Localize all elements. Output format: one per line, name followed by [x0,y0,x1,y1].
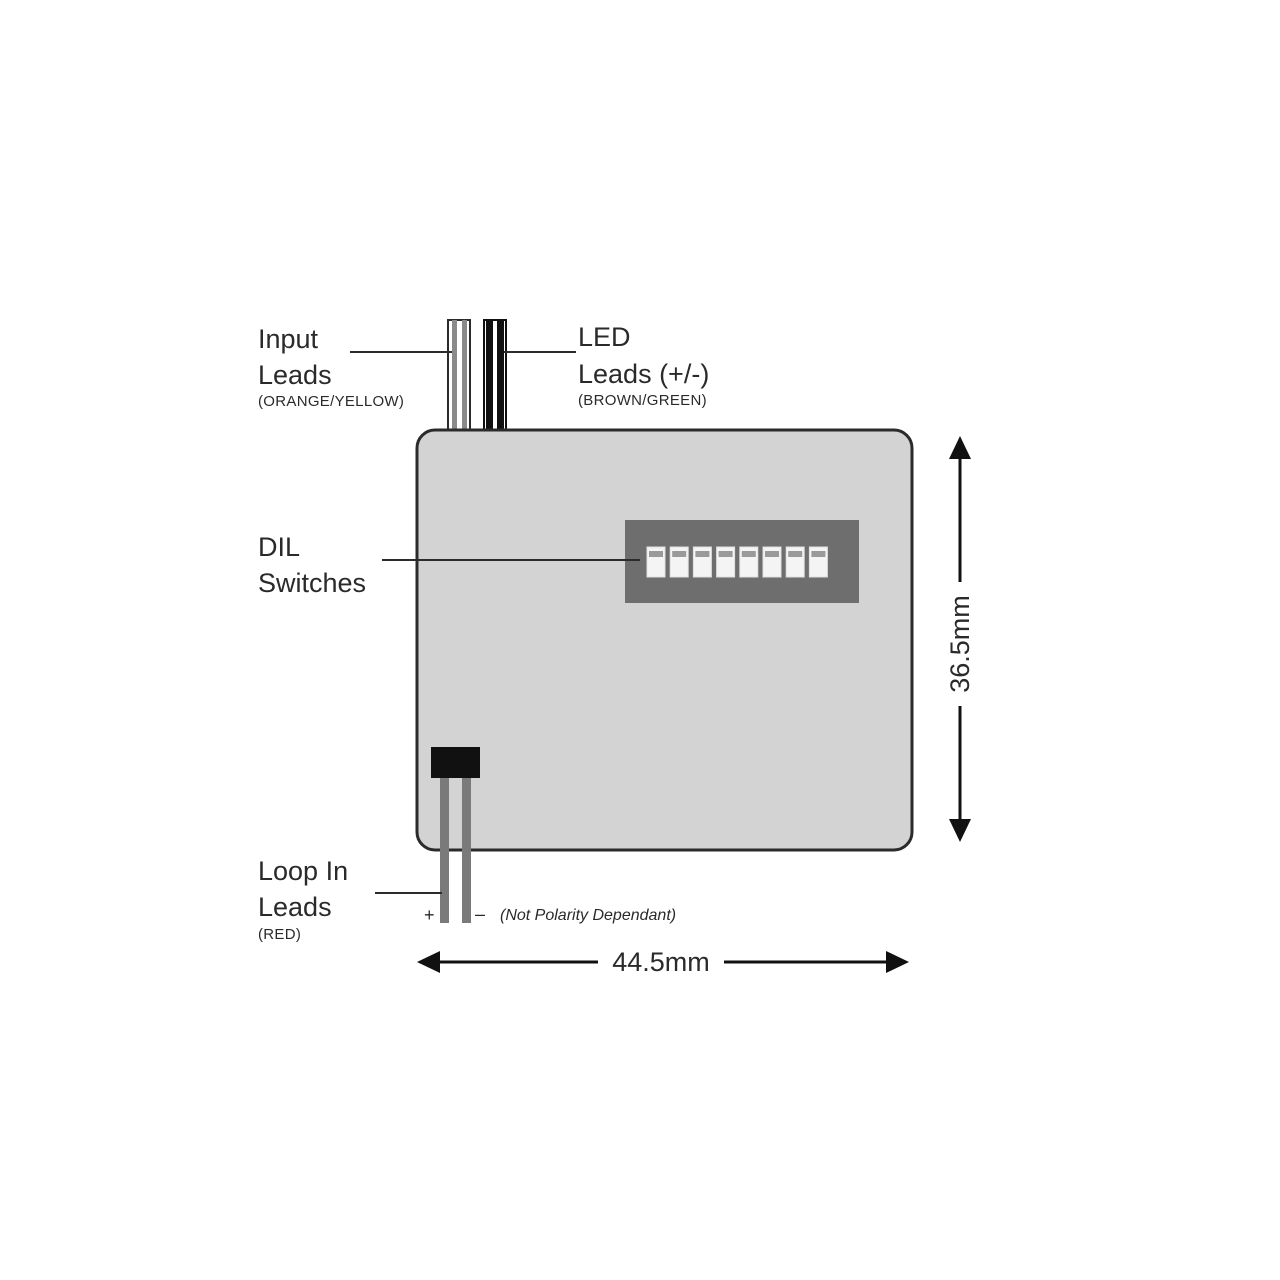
arrow-down-icon [949,819,971,842]
arrow-right-icon [886,951,909,973]
led-leads-label-line2: Leads (+/-) [578,359,709,389]
loop-in-label-line2: Leads [258,892,332,922]
dil-switch [692,546,712,578]
polarity-plus: + [424,905,435,925]
input-leads-wires [447,319,471,431]
dil-switch [646,546,666,578]
dil-switch [716,546,736,578]
dil-switch-row [646,546,828,578]
polarity-note: (Not Polarity Dependant) [500,907,676,924]
led-leads-label-line1: LED [578,322,631,352]
loop-in-label-line1: Loop In [258,856,348,886]
circuit-board [415,428,914,852]
polarity-minus: – [475,904,485,924]
dil-switches-label-line1: DIL [258,532,300,562]
input-leads-colors: (ORANGE/YELLOW) [258,393,404,410]
dil-switch [785,546,805,578]
dil-switch [739,546,759,578]
arrow-up-icon [949,436,971,459]
led-leads-colors: (BROWN/GREEN) [578,392,707,409]
width-dimension-label: 44.5mm [612,947,710,977]
dil-switch [669,546,689,578]
loop-in-colors: (RED) [258,926,301,943]
loop-in-wire-minus [462,778,471,923]
height-dimension-label: 36.5mm [945,595,975,693]
input-leads-label-line2: Leads [258,360,332,390]
height-dimension: 36.5mm [945,436,975,842]
width-dimension: 44.5mm [417,947,909,977]
loop-in-connector [431,747,480,778]
loop-in-wire-plus [440,778,449,923]
dil-switch [762,546,782,578]
dil-switch [808,546,828,578]
input-leads-label-line1: Input [258,324,319,354]
dil-switches-label-line2: Switches [258,568,366,598]
led-leads-wires [483,319,507,431]
arrow-left-icon [417,951,440,973]
